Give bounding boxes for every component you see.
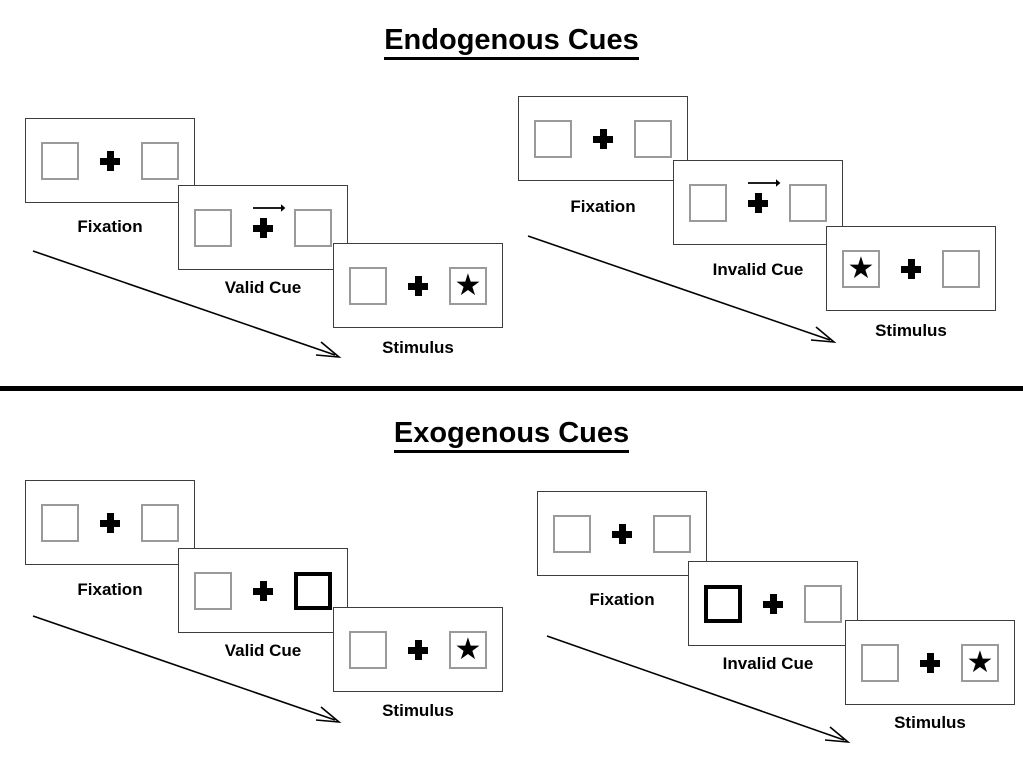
panel-exogenous-valid-fixation [25, 480, 195, 565]
plus-sign-icon [100, 150, 120, 171]
arrow-right-icon [748, 178, 781, 187]
frame-label-stimulus: Stimulus [382, 338, 454, 357]
plus-sign-icon [593, 128, 613, 149]
frame-label-valid-cue: Valid Cue [224, 641, 302, 660]
section-title-endogenous: Endogenous Cues [0, 24, 1023, 60]
plus-sign-icon [253, 217, 273, 238]
endogenous-invalid-time-arrow [527, 235, 837, 344]
star-icon: ★ [454, 632, 482, 666]
plus-sign-icon [408, 639, 428, 660]
section-divider [0, 386, 1023, 391]
stimulus-box-right: ★ [961, 643, 999, 682]
stimulus-box-left-cued [704, 584, 742, 623]
frame-label-invalid-cue: Invalid Cue [712, 260, 804, 279]
panel-endogenous-valid-cue [178, 185, 348, 270]
stimulus-box-left [41, 503, 79, 542]
frame-label-fixation: Fixation [77, 580, 143, 599]
frame-label-stimulus: Stimulus [894, 713, 966, 732]
frame-label-fixation: Fixation [570, 197, 636, 216]
frame-label-fixation: Fixation [589, 590, 655, 609]
stimulus-box-left [861, 643, 899, 682]
stimulus-box-left [41, 141, 79, 180]
panel-endogenous-valid-stimulus: ★ [333, 243, 503, 328]
panel-exogenous-invalid-fixation [537, 491, 707, 576]
section-title-endogenous-text: Endogenous Cues [384, 24, 639, 60]
fixation-cross [97, 139, 123, 183]
fixation-cross [250, 203, 286, 250]
plus-sign-icon [901, 258, 921, 279]
stimulus-box-right [634, 119, 672, 158]
stimulus-box-left [534, 119, 572, 158]
fixation-cross [405, 628, 431, 672]
stimulus-box-right-cued [294, 571, 332, 610]
stimulus-box-left [349, 266, 387, 305]
plus-sign-icon [408, 275, 428, 296]
fixation-cross [760, 582, 786, 626]
panel-endogenous-invalid-stimulus: ★ [826, 226, 996, 311]
stimulus-box-left: ★ [842, 249, 880, 288]
stimulus-box-right [942, 249, 980, 288]
fixation-cross [405, 264, 431, 308]
exogenous-invalid-time-arrow [546, 635, 851, 744]
frame-label-valid-cue: Valid Cue [224, 278, 302, 297]
fixation-cross [97, 501, 123, 545]
stimulus-box-left [349, 630, 387, 669]
plus-sign-icon [763, 593, 783, 614]
panel-endogenous-invalid-cue [673, 160, 843, 245]
frame-label-fixation: Fixation [77, 217, 143, 236]
plus-sign-icon [920, 652, 940, 673]
stimulus-box-right [804, 584, 842, 623]
panel-exogenous-invalid-stimulus: ★ [845, 620, 1015, 705]
fixation-cross [250, 569, 276, 613]
panel-endogenous-valid-fixation [25, 118, 195, 203]
exogenous-valid-time-arrow [32, 615, 342, 724]
frame-label-stimulus: Stimulus [875, 321, 947, 340]
frame-label-stimulus: Stimulus [382, 701, 454, 720]
stimulus-box-left [194, 571, 232, 610]
plus-sign-icon [100, 512, 120, 533]
stimulus-box-right [789, 183, 827, 222]
star-icon: ★ [847, 251, 875, 285]
stimulus-box-right [653, 514, 691, 553]
stimulus-box-left [689, 183, 727, 222]
endogenous-valid-time-arrow [32, 250, 342, 359]
plus-sign-icon [748, 192, 768, 213]
stimulus-box-right: ★ [449, 266, 487, 305]
section-title-exogenous: Exogenous Cues [0, 417, 1023, 453]
frame-label-invalid-cue: Invalid Cue [722, 654, 814, 673]
plus-sign-icon [612, 523, 632, 544]
stimulus-box-right [294, 208, 332, 247]
star-icon: ★ [454, 268, 482, 302]
stimulus-box-left [553, 514, 591, 553]
fixation-cross [609, 512, 635, 556]
plus-sign-icon [253, 580, 273, 601]
panel-exogenous-invalid-cue [688, 561, 858, 646]
section-title-exogenous-text: Exogenous Cues [393, 417, 630, 453]
stimulus-box-right [141, 141, 179, 180]
fixation-cross [745, 178, 781, 225]
stimulus-box-right: ★ [449, 630, 487, 669]
arrow-right-icon [253, 203, 286, 212]
panel-endogenous-invalid-fixation [518, 96, 688, 181]
stimulus-box-right [141, 503, 179, 542]
fixation-cross [898, 247, 924, 291]
fixation-cross [917, 641, 943, 685]
fixation-cross [590, 117, 616, 161]
panel-exogenous-valid-cue [178, 548, 348, 633]
panel-exogenous-valid-stimulus: ★ [333, 607, 503, 692]
stimulus-box-left [194, 208, 232, 247]
star-icon: ★ [966, 645, 994, 679]
